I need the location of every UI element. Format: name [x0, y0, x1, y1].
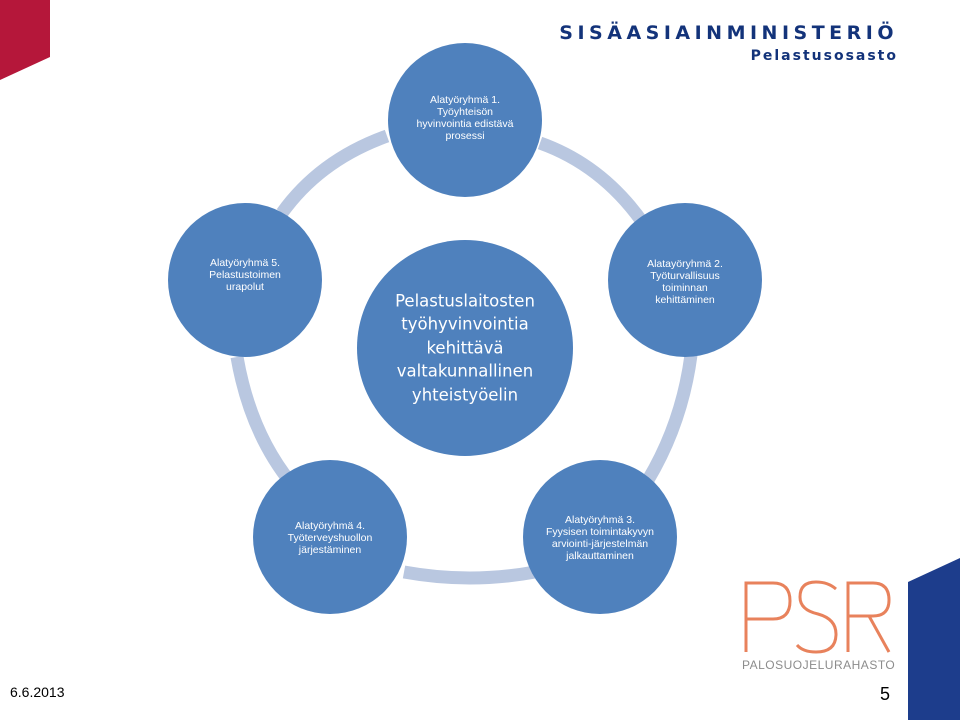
center-node-label: Pelastuslaitosten työhyvinvointia kehitt…: [395, 289, 535, 406]
group-1-circle[interactable]: [388, 43, 542, 197]
ministry-title: SISÄASIAINMINISTERIÖ: [559, 22, 898, 44]
group-4-line: Työterveyshuollon: [287, 531, 373, 544]
group-2-label: Alatayöryhmä 2. Työturvallisuus toiminna…: [647, 258, 723, 306]
center-circle: [357, 240, 573, 456]
corner-red-decoration: [0, 0, 50, 80]
group-4-line: järjestäminen: [298, 544, 362, 557]
group-5-line: Alatyöryhmä 5.: [209, 256, 281, 269]
group-3-line: arviointi-järjestelmän: [551, 538, 649, 550]
slide-number: 5: [879, 684, 890, 704]
connector-arc-3-4: [402, 565, 537, 585]
psr-logo-letter-p: [744, 581, 792, 652]
slide-date: 6.6.2013: [10, 684, 65, 700]
connector-arc-1-2: [537, 136, 649, 227]
group-3-label: Alatyöryhmä 3. Fyysisen toimintakyvyn ar…: [546, 514, 654, 562]
center-line: Pelastuslaitosten: [395, 291, 535, 311]
group-3-line: jalkauttaminen: [566, 550, 634, 563]
group-1-line: hyvinvointia edistävä: [416, 118, 514, 130]
group-1-line: Työyhteisön: [436, 105, 494, 118]
group-5-circle[interactable]: [168, 203, 322, 357]
group-4-line: Alatyöryhmä 4.: [294, 519, 366, 532]
group-3-line: Fyysisen toimintakyvyn: [546, 525, 654, 538]
group-3-line: Alatyöryhmä 3.: [564, 513, 636, 526]
connector-ring: [230, 129, 698, 585]
group-3-circle[interactable]: [523, 460, 677, 614]
group-2-line: kehittäminen: [655, 294, 715, 307]
connector-arc-4-5: [230, 355, 297, 488]
group-5-line: urapolut: [226, 281, 264, 294]
group-2-line: Työturvallisuus: [650, 269, 720, 282]
group-2-circle[interactable]: [608, 203, 762, 357]
psr-logo-letter-s: [795, 580, 838, 654]
group-5-label: Alatyöryhmä 5. Pelastustoimen urapolut: [209, 257, 281, 293]
connector-arc-2-3: [642, 354, 698, 484]
center-line: työhyvinvointia: [401, 314, 529, 334]
psr-logo: [744, 580, 891, 654]
department-name: Pelastusosasto: [750, 48, 898, 64]
group-2-line: toiminnan: [662, 282, 708, 294]
group-2-line: Alatayöryhmä 2.: [647, 257, 723, 270]
connector-arc-5-1: [276, 129, 390, 217]
psr-logo-caption: PALOSUOJELURAHASTO: [742, 658, 896, 672]
group-1-line: prosessi: [445, 130, 485, 143]
center-line: valtakunnallinen: [396, 361, 534, 381]
psr-logo-letter-r: [846, 581, 891, 653]
corner-blue-decoration: [908, 558, 960, 720]
center-line: yhteistyöelin: [411, 385, 519, 405]
group-4-label: Alatyöryhmä 4. Työterveyshuollon järjest…: [288, 520, 373, 556]
group-5-line: Pelastustoimen: [209, 268, 281, 281]
group-1-line: Alatyöryhmä 1.: [429, 93, 501, 106]
center-line: kehittävä: [426, 338, 504, 358]
group-4-circle[interactable]: [253, 460, 407, 614]
group-1-label: Alatyöryhmä 1. Työyhteisön hyvinvointia …: [417, 94, 514, 142]
